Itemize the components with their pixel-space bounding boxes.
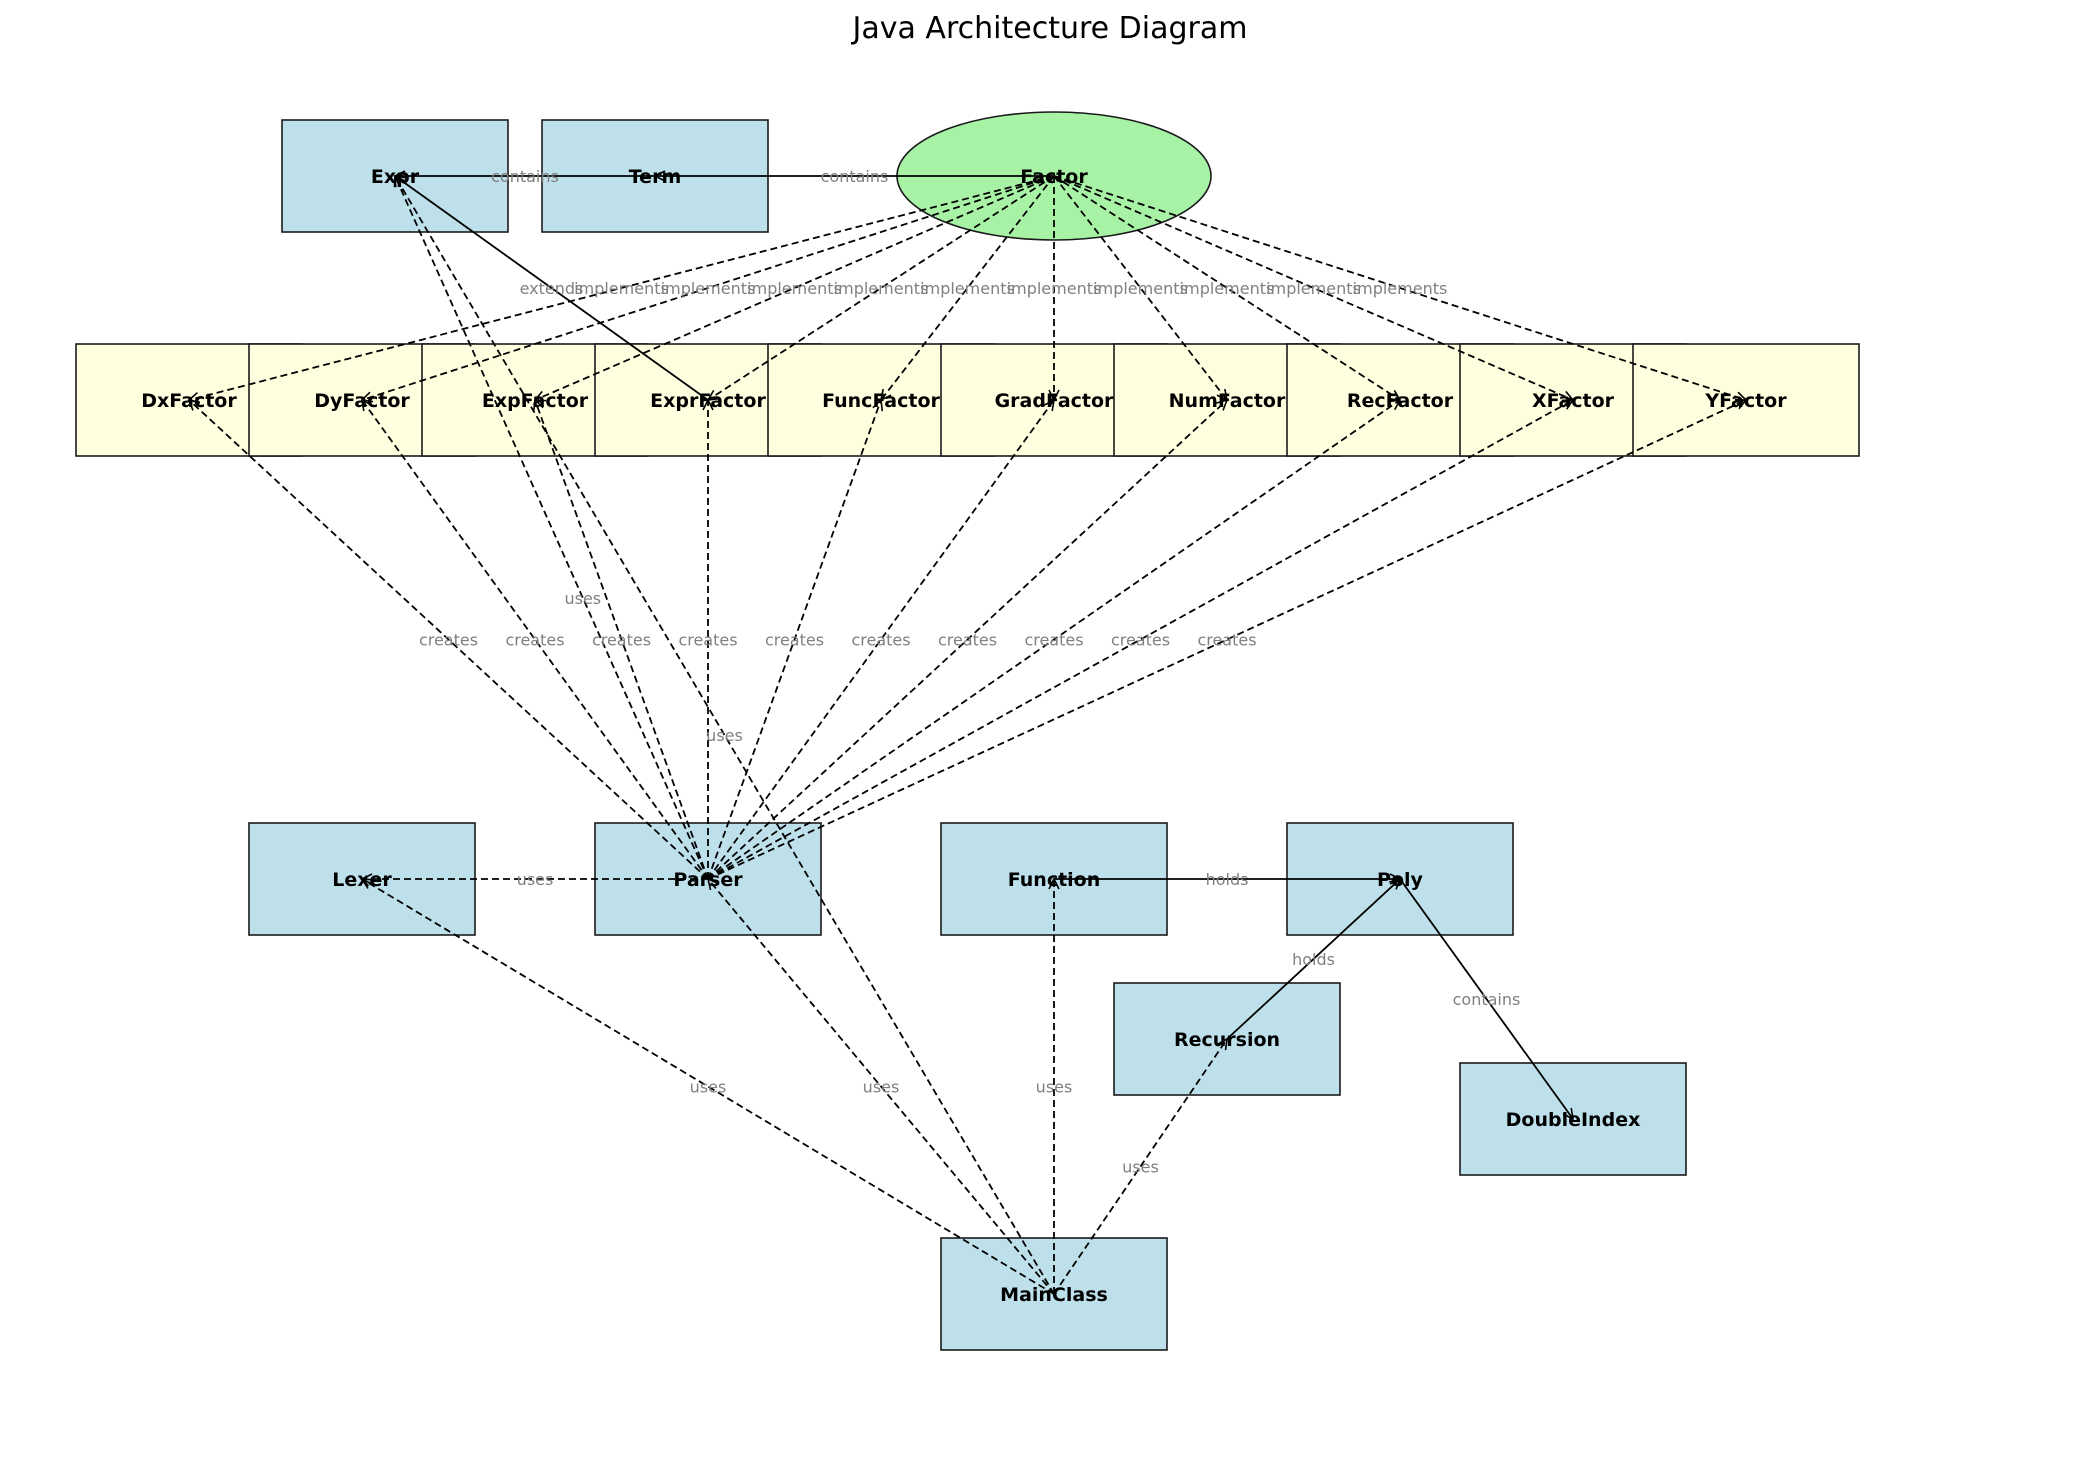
node-factor-label: Factor [1020,166,1088,188]
edge-factor-to-num-factor [1053,175,1227,400]
node-exp-factor-label: ExpFactor [482,390,589,412]
node-rec-factor-label: RecFactor [1347,390,1454,412]
edge-label-factor-to-yfactor: implements [1353,279,1448,298]
edge-label-factor-to-dy-factor: implements [661,279,756,298]
node-expr-factor-label: ExprFactor [650,390,766,412]
node-layer [75,111,1860,1351]
edge-label-main-class-to-lexer: uses [690,1078,727,1097]
edge-label-parser-to-expr: uses [564,589,601,608]
edge-factor-to-yfactor [1053,175,1746,400]
edge-poly-to-double-index [1399,878,1573,1119]
edge-expr-factor-to-expr [395,176,709,401]
diagram-title: Java Architecture Diagram [851,11,1248,46]
node-func-factor-label: FuncFactor [822,390,940,412]
edge-label-factor-to-expr-factor: implements [834,279,929,298]
edge-label-parser-to-grad-factor: creates [851,631,910,650]
edge-label-factor-to-grad-factor: implements [1007,279,1102,298]
edge-factor-to-dx-factor [189,175,1055,400]
edge-factor-to-xfactor [1053,175,1573,400]
edge-main-class-to-expr [395,176,1055,1295]
edge-label-factor-to-num-factor: implements [1093,279,1188,298]
edge-parser-to-num-factor [707,400,1227,880]
edge-parser-to-dx-factor [189,400,709,880]
edge-label-poly-to-double-index: contains [1453,990,1521,1009]
edge-label-main-class-to-expr: uses [706,726,743,745]
node-num-factor-label: NumFactor [1169,390,1286,412]
edge-label-factor-to-dx-factor: implements [574,279,669,298]
edge-label-factor-to-rec-factor: implements [1180,279,1275,298]
edge-factor-to-func-factor [881,175,1055,400]
edge-factor-to-expr-factor [708,175,1055,400]
node-expr-label: Expr [371,166,420,188]
node-poly-label: Poly [1377,869,1423,891]
node-xfactor-label: XFactor [1532,390,1615,412]
edge-main-class-to-recursion [1053,1039,1227,1295]
edge-label-function-to-poly: holds [1206,870,1249,889]
edge-label-parser-to-lexer: uses [517,870,554,889]
edge-label-parser-to-rec-factor: creates [1024,631,1083,650]
edge-label-parser-to-expr-factor: creates [678,631,737,650]
edge-label-parser-to-func-factor: creates [765,631,824,650]
node-recursion-label: Recursion [1174,1029,1280,1051]
edge-main-class-to-parser [708,879,1055,1295]
node-grad-factor-label: GradFactor [995,390,1114,412]
edge-factor-to-exp-factor [535,175,1055,400]
edge-recursion-to-poly [1226,879,1400,1040]
node-term-label: Term [629,166,682,188]
node-parser-label: Parser [673,869,743,891]
edge-label-parser-to-dy-factor: creates [505,631,564,650]
edge-parser-to-func-factor [707,400,881,880]
node-dy-factor-label: DyFactor [314,390,410,412]
edge-parser-to-exp-factor [535,400,709,880]
edge-label-factor-to-xfactor: implements [1266,279,1361,298]
edge-main-class-to-lexer [362,879,1055,1295]
edge-label-parser-to-dx-factor: creates [419,631,478,650]
edge-label-factor-to-exp-factor: implements [747,279,842,298]
edge-label-expr-factor-to-expr: extends [520,279,584,298]
edge-label-parser-to-num-factor: creates [938,631,997,650]
edge-factor-to-rec-factor [1053,175,1400,400]
edge-label-parser-to-yfactor: creates [1197,631,1256,650]
edge-label-factor-to-func-factor: implements [920,279,1015,298]
edge-label-main-class-to-recursion: uses [1122,1158,1159,1177]
edge-layer [189,175,1746,1295]
edge-label-recursion-to-poly: holds [1292,950,1335,969]
edge-parser-to-rec-factor [707,400,1400,880]
node-lexer-label: Lexer [332,869,392,891]
edge-parser-to-yfactor [707,400,1746,880]
edge-parser-to-expr [395,176,709,880]
node-double-index-label: DoubleIndex [1506,1109,1641,1131]
edge-label-parser-to-xfactor: creates [1111,631,1170,650]
node-function-label: Function [1008,869,1101,891]
edge-label-main-class-to-parser: uses [863,1078,900,1097]
edge-label-factor-to-term: contains [821,167,889,186]
node-yfactor-label: YFactor [1704,390,1787,412]
edge-label-term-to-expr: contains [491,167,559,186]
node-main-class-label: MainClass [1000,1284,1108,1306]
edge-label-main-class-to-function: uses [1036,1078,1073,1097]
node-dx-factor-label: DxFactor [141,390,237,412]
edge-label-parser-to-exp-factor: creates [592,631,651,650]
